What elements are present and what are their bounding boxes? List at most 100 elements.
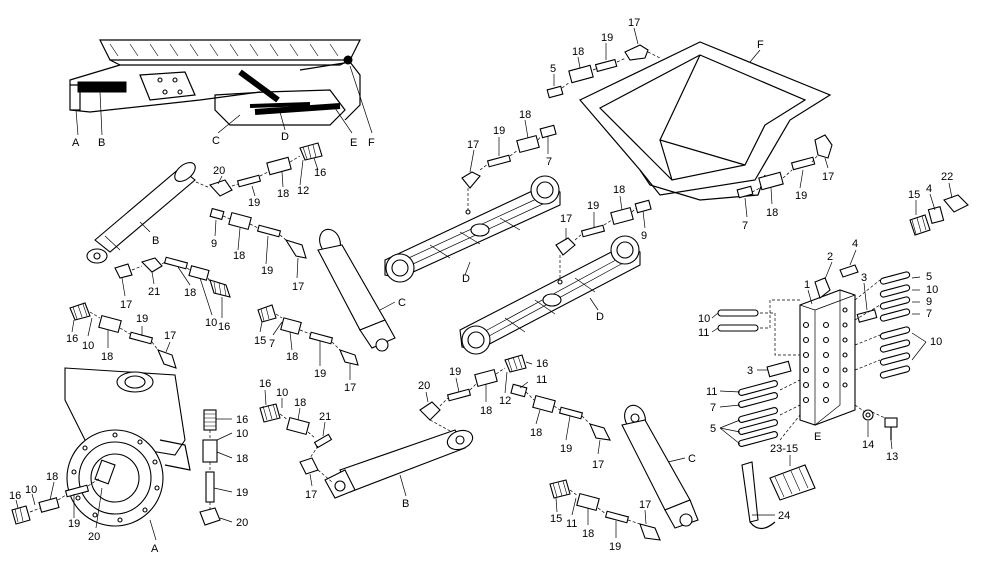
label-19-c-bottom-b: 19: [609, 541, 621, 553]
arm-d-upper: D: [384, 175, 561, 285]
label-C-cyl-bottom: C: [688, 453, 696, 465]
label-4-side: 4: [926, 183, 932, 195]
label-19-hopper-b: 19: [795, 190, 807, 202]
label-10-wheel-left: 10: [25, 484, 37, 496]
label-21-cyl-b-left: 21: [148, 286, 160, 298]
label-5-manifold-b: 5: [710, 423, 716, 435]
label-15-c-bottom: 15: [550, 513, 562, 525]
label-10-b-bottom: 10: [276, 387, 288, 399]
side-parts-22-15-4: 15 4 22: [908, 171, 969, 236]
label-17-c-bottom-a: 17: [592, 459, 604, 471]
arm-d-lower: D: [459, 235, 641, 355]
label-21-b-bottom: 21: [319, 411, 331, 423]
label-D-arm-lower: D: [596, 311, 604, 323]
label-16-stack: 16: [236, 414, 248, 426]
cylinder-c-top: C: [317, 228, 406, 352]
label-A-top: A: [72, 137, 80, 149]
top-left-assembly: A B C D E F: [69, 39, 375, 149]
label-18-c-bottom-b: 18: [582, 528, 594, 540]
label-19-wheel-upper: 19: [136, 313, 148, 325]
label-10-stack: 10: [236, 428, 248, 440]
label-19-hopper-a: 19: [601, 32, 613, 44]
label-23-15: 23-15: [770, 443, 798, 455]
label-20-stack: 20: [236, 517, 248, 529]
label-19-arm-upper: 19: [493, 125, 505, 137]
label-10-manifold-left: 10: [698, 313, 710, 325]
label-9-arm-lower: 9: [641, 230, 647, 242]
label-19-cyl-b-mid: 19: [261, 265, 273, 277]
label-11-middle: 11: [536, 374, 547, 386]
vertical-fitting-stack: 16 10 18 19 20: [199, 409, 248, 529]
middle-fittings: 20 19 18 12 16 11: [418, 354, 548, 433]
label-18-c-bottom-a: 18: [530, 427, 542, 439]
label-20-wheel-left: 20: [88, 531, 100, 543]
label-11-c-bottom: 11: [566, 518, 577, 530]
label-17-cyl-c-top: 17: [344, 382, 356, 394]
label-15-cyl-c: 15: [254, 335, 266, 347]
label-11-manifold-b: 11: [706, 386, 717, 398]
label-13-manifold: 13: [886, 451, 898, 463]
label-10-manifold-right: 10: [926, 284, 938, 296]
hopper-fittings-top: 17 19 18 5: [546, 17, 661, 99]
label-22-side: 22: [941, 171, 953, 183]
label-17-hopper-a: 17: [628, 17, 640, 29]
wheel-fittings-left: 16 10 18 19 20: [9, 471, 103, 543]
label-19-cyl-b-top: 19: [248, 197, 260, 209]
cyl-b-bottom-fittings: 16 10 18 21 17: [259, 378, 333, 501]
label-24: 24: [778, 510, 790, 522]
cylinder-b-top: B: [86, 162, 196, 264]
label-17-arm-upper: 17: [467, 139, 479, 151]
label-15-side: 15: [908, 189, 920, 201]
label-3-manifold-left: 3: [747, 365, 753, 377]
cyl-b-fittings-mid: 9 18 19 17: [209, 207, 307, 293]
label-17-wheel-upper: 17: [164, 330, 176, 342]
cylinder-c-bottom: C: [621, 404, 699, 529]
label-B-top: B: [98, 137, 105, 149]
cyl-b-fittings-top: 20 19 18 12 16: [195, 142, 326, 209]
cylinder-b-bottom: B: [324, 429, 474, 510]
label-16-wheel-upper: 16: [66, 333, 78, 345]
cyl-c-fittings-top: 15 7 18 19 17: [254, 304, 359, 394]
label-19-cyl-c-top: 19: [314, 368, 326, 380]
label-3-manifold-top: 3: [861, 272, 867, 284]
label-18-stack: 18: [236, 453, 248, 465]
label-18-cyl-b-left: 18: [184, 287, 196, 299]
label-B-cyl-top: B: [152, 235, 159, 247]
label-11-manifold-left: 11: [698, 327, 709, 339]
label-19-wheel-left: 19: [68, 518, 80, 530]
label-10-manifold-right-b: 10: [930, 336, 942, 348]
misc-parts: 23-15 24: [741, 443, 816, 530]
label-18-arm-upper: 18: [519, 109, 531, 121]
label-19-c-bottom-a: 19: [560, 443, 572, 455]
hopper-f: F: [579, 39, 832, 201]
label-18-cyl-b-mid: 18: [233, 250, 245, 262]
label-E-top: E: [350, 137, 357, 149]
label-F-hopper: F: [757, 39, 764, 51]
label-16-cyl-b-left: 16: [218, 321, 230, 333]
label-10-wheel-upper: 10: [82, 340, 94, 352]
label-18-hopper-b: 18: [766, 207, 778, 219]
label-10-cyl-b-left: 10: [205, 317, 217, 329]
label-1-manifold: 1: [804, 279, 810, 291]
arm-d-upper-fittings: 17 19 18 7: [461, 109, 557, 210]
label-18-hopper-a: 18: [572, 46, 584, 58]
label-16-middle: 16: [536, 358, 548, 370]
label-17-arm-lower: 17: [560, 213, 572, 225]
label-18-cyl-c-top: 18: [286, 351, 298, 363]
label-5-hopper: 5: [550, 63, 556, 75]
manifold-e: 1 2 3 4 5 10 9 7 10 10 11 3 11 7 5 E 14 …: [698, 238, 942, 463]
label-20-middle: 20: [418, 380, 430, 392]
label-18-wheel-left: 18: [46, 471, 58, 483]
label-18-b-bottom: 18: [294, 397, 306, 409]
label-D-top: D: [281, 131, 289, 143]
label-19-stack: 19: [236, 487, 248, 499]
label-7-arm-upper: 7: [546, 156, 552, 168]
label-2-manifold: 2: [827, 251, 833, 263]
label-9-cyl-b: 9: [211, 238, 217, 250]
label-D-arm-upper: D: [462, 273, 470, 285]
label-12-cyl-b-top: 12: [297, 185, 309, 197]
label-A-wheel: A: [151, 543, 159, 555]
label-18-arm-lower: 18: [613, 184, 625, 196]
hopper-fittings-bottom: 17 19 18 7: [736, 134, 834, 232]
